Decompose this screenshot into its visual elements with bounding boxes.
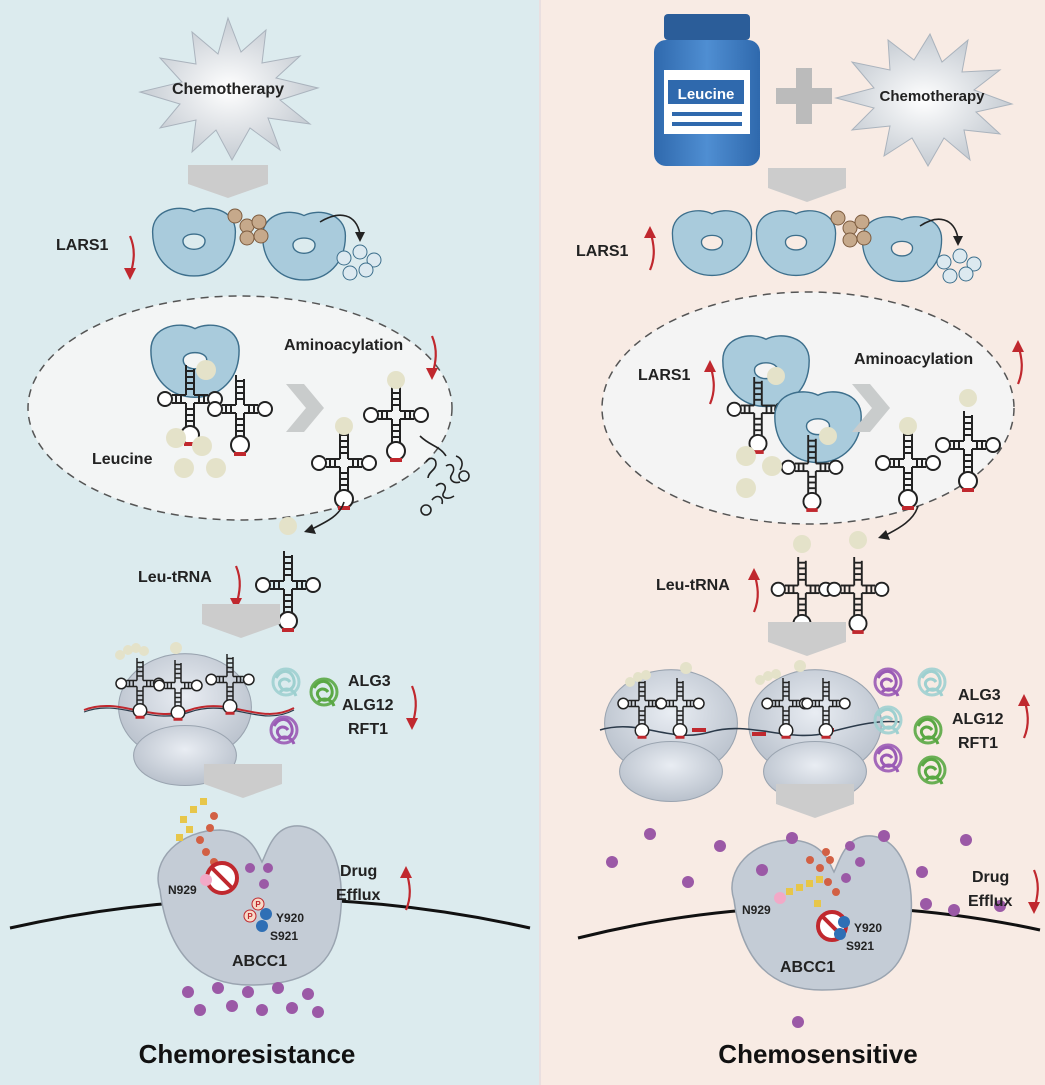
alg3-label: ALG3 (348, 673, 391, 690)
y920-label: Y920 (276, 911, 304, 925)
mrna-strand (83, 705, 295, 715)
n929-label: N929 (742, 903, 771, 917)
left-panel: Chemotherapy LARS1 Leucine (9, 16, 531, 1069)
export-arrow-icon (883, 505, 919, 537)
phospho-icon: P P (243, 897, 265, 923)
chemotherapy-burst-icon (834, 32, 1014, 168)
export-arrowhead (878, 530, 890, 540)
degradation-arrowhead (953, 236, 963, 246)
prohibited-icon (205, 861, 239, 895)
n929-label: N929 (168, 883, 197, 897)
chemo-label: Chemotherapy (879, 88, 985, 105)
drug-efflux-down-arrow-icon (1028, 869, 1040, 914)
degraded-fragments-icon (336, 244, 382, 281)
inner-chevron (852, 384, 890, 432)
ubiquitin-chain-icon (830, 210, 872, 248)
leucine-bead (387, 371, 405, 389)
abcc1-transporter (157, 825, 343, 986)
lars1-label: LARS1 (56, 237, 109, 254)
mrna-strand (599, 720, 901, 737)
aminoacylation-up-arrow-icon (1012, 340, 1024, 385)
outcome-left: Chemoresistance (139, 1039, 356, 1069)
drug-efflux-up-arrow-icon (400, 866, 412, 911)
n929-site (774, 892, 786, 904)
leucine-bead (959, 389, 977, 407)
flow-chevron (188, 165, 268, 198)
drug-efflux-line2: Efflux (336, 887, 381, 904)
s921-label: S921 (846, 939, 874, 953)
degradation-arrow-icon (919, 218, 959, 239)
ubiquitin-chain-icon (227, 208, 269, 246)
aminoacylation-label: Aminoacylation (854, 351, 973, 368)
flow-chevron (768, 168, 846, 202)
lars1-inner-label: LARS1 (638, 367, 691, 384)
lars1-label: LARS1 (576, 243, 629, 260)
leucine-label: Leucine (92, 451, 153, 468)
outcome-right: Chemosensitive (718, 1039, 917, 1069)
drug-molecules (606, 828, 1006, 1028)
leu-trna-label: Leu-tRNA (656, 577, 730, 594)
lars1-up-arrow-icon (644, 226, 656, 271)
glycan-chain-icon (786, 848, 840, 907)
export-arrowhead (304, 524, 316, 534)
rft1-label: RFT1 (348, 721, 388, 738)
nascent-peptide-icon (115, 642, 182, 660)
abcc1-label: ABCC1 (232, 953, 287, 970)
drug-efflux-line1: Drug (340, 863, 377, 880)
svg-text:P: P (247, 912, 253, 921)
lars1-down-arrow-icon (124, 235, 136, 280)
leucine-bead (279, 517, 297, 535)
leu-trna-label: Leu-tRNA (138, 569, 212, 586)
lars1-inner-up-arrow-icon (704, 360, 716, 405)
n929-site (200, 874, 212, 886)
mrna-strand-dark (83, 707, 295, 717)
chemotherapy-burst-icon (138, 16, 320, 162)
flow-chevron (776, 784, 854, 818)
leucine-bead (849, 531, 867, 549)
ribosome-icon (604, 669, 738, 803)
export-arrow-icon (309, 501, 345, 531)
drug-efflux-line2: Efflux (968, 893, 1013, 910)
alg-up-arrow-icon (1018, 694, 1030, 739)
rft1-label: RFT1 (958, 735, 998, 752)
cell-compartment (27, 295, 453, 521)
leucine-beads (736, 367, 837, 498)
leucine-bead (793, 535, 811, 553)
nascent-peptide-icon (625, 660, 806, 687)
leucine-bead (335, 417, 353, 435)
chemo-label: Chemotherapy (172, 81, 284, 98)
leucine-bead (899, 417, 917, 435)
alg3-label: ALG3 (958, 687, 1001, 704)
svg-text:P: P (255, 900, 261, 909)
aminoacylation-down-arrow-icon (426, 335, 438, 380)
alg-down-arrow-icon (406, 685, 418, 730)
leucine-beads (166, 428, 226, 478)
degraded-fragments-icon (936, 248, 982, 284)
leucine-bead (196, 360, 216, 380)
drug-molecules (182, 863, 324, 1018)
flow-chevron (768, 622, 846, 656)
abcc1-label: ABCC1 (780, 959, 835, 976)
flow-chevron (202, 604, 280, 638)
drug-efflux-line1: Drug (972, 869, 1009, 886)
s921-label: S921 (270, 929, 298, 943)
right-panel: Leucine Chemotherapy LARS1 LARS1 (576, 14, 1041, 1069)
flow-chevron (204, 764, 282, 798)
inner-chevron (286, 384, 324, 432)
degradation-arrowhead (355, 232, 365, 242)
plus-icon (776, 68, 832, 124)
leu-trna-up-arrow-icon (748, 568, 760, 613)
alg12-label: ALG12 (952, 711, 1004, 728)
y920-label: Y920 (854, 921, 882, 935)
leucine-bottle-icon (654, 14, 760, 166)
degradation-arrow-icon (319, 214, 361, 235)
aminoacylation-label: Aminoacylation (284, 337, 403, 354)
trna-fragments-icon (419, 435, 470, 516)
alg12-label: ALG12 (342, 697, 394, 714)
bottle-label: Leucine (678, 86, 735, 103)
